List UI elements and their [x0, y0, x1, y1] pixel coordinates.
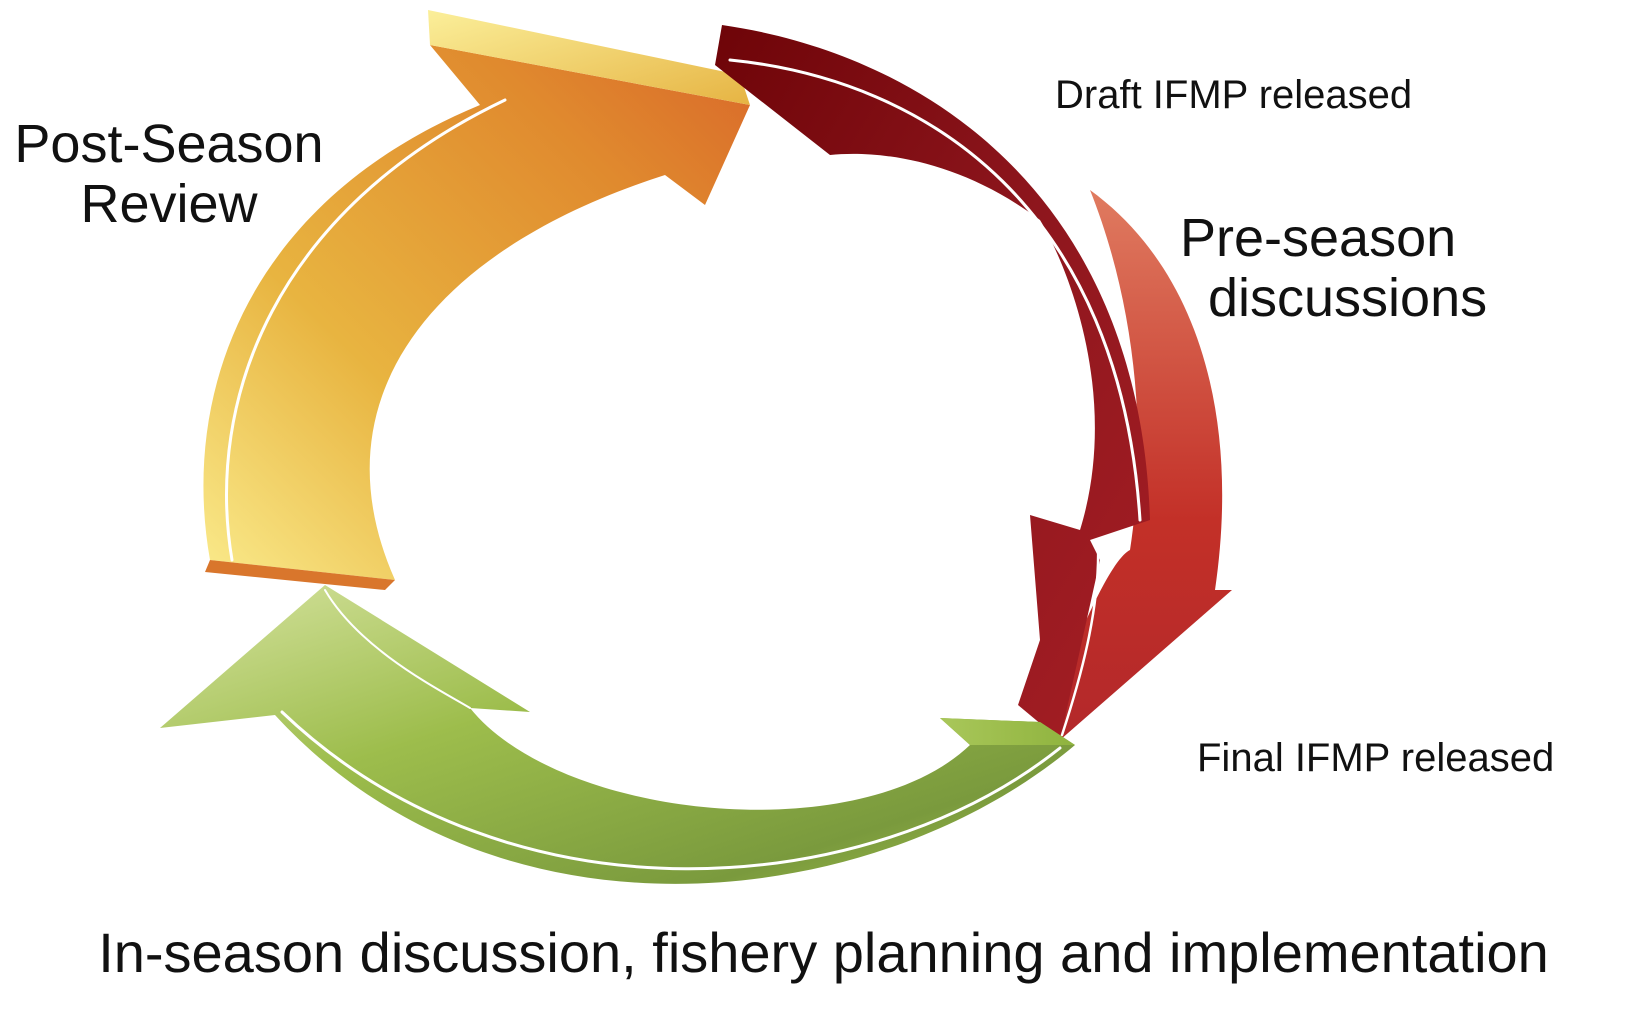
in-season-arrow-head-highlight	[324, 589, 471, 709]
in-season-arrow-highlight	[280, 710, 1062, 871]
in-season-arrow	[160, 585, 1075, 884]
post-season-label-line1: Post-Season	[14, 114, 324, 174]
in-season-arrow-body	[160, 585, 1075, 884]
in-season-arrow-top-face	[940, 718, 1075, 745]
post-season-arrow-top-face	[428, 10, 750, 105]
post-season-arrow	[203, 10, 750, 590]
in-season-label: In-season discussion, fishery planning a…	[98, 921, 1549, 984]
pre-season-arrow-tip-highlight	[1060, 543, 1100, 737]
pre-season-arrow-highlight	[728, 58, 1142, 522]
pre-season-arrow	[715, 25, 1232, 740]
post-season-label: Post-Season Review	[8, 114, 330, 235]
final-ifmp-label: Final IFMP released	[1197, 736, 1555, 780]
post-season-arrow-highlight	[225, 98, 507, 562]
post-season-arrow-base-face	[205, 560, 395, 590]
pre-season-arrow-body	[715, 25, 1150, 740]
pre-season-label-line1: Pre-season	[1180, 208, 1457, 268]
post-season-arrow-body	[203, 45, 750, 580]
pre-season-label-line2: discussions	[1208, 268, 1488, 329]
pre-season-label: Pre-season discussions	[1168, 208, 1498, 329]
post-season-label-line2: Review	[80, 174, 258, 235]
draft-ifmp-label: Draft IFMP released	[1055, 73, 1413, 117]
